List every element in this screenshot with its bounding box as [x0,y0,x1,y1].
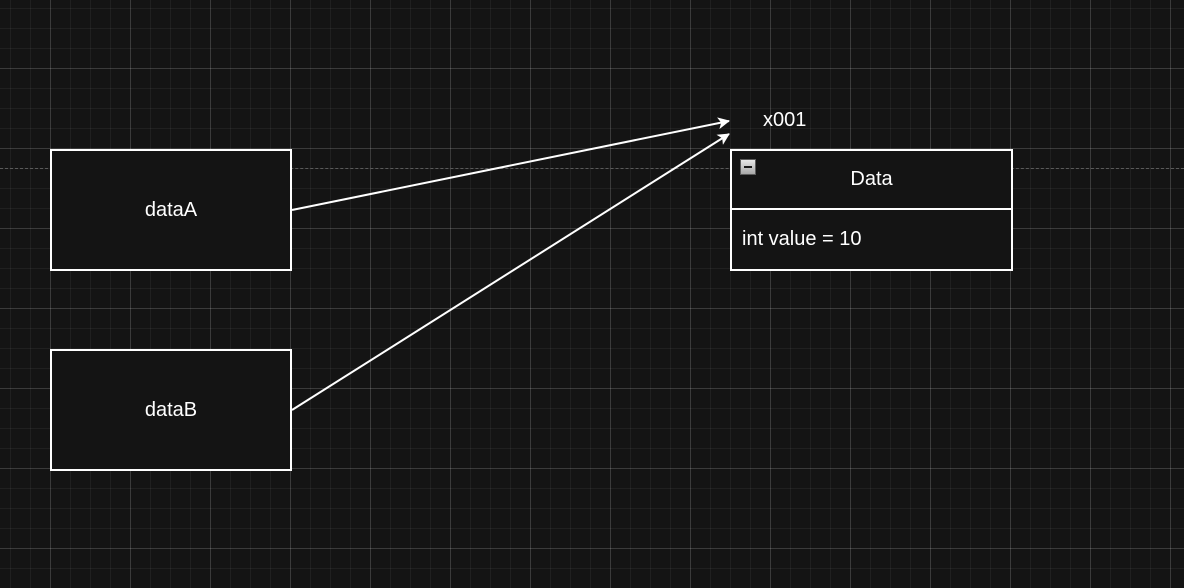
class-title: Data [850,168,893,190]
class-field: int value = 10 [742,228,862,250]
reference-label-dataA: dataA [144,198,198,221]
collapse-icon[interactable] [740,159,756,175]
class-fields: int value = 10 [732,210,1011,269]
page-boundary-guide [0,168,1184,169]
arrow-dataB-to-x001[interactable] [291,133,730,411]
reference-box-dataA[interactable]: dataA [50,149,292,271]
reference-box-dataB[interactable]: dataB [50,349,292,471]
class-node-data[interactable]: Data int value = 10 [730,149,1013,271]
arrow-dataA-to-x001[interactable] [291,117,730,211]
address-label: x001 [763,109,807,131]
class-header: Data [732,151,1011,210]
reference-label-dataB: dataB [144,398,198,421]
